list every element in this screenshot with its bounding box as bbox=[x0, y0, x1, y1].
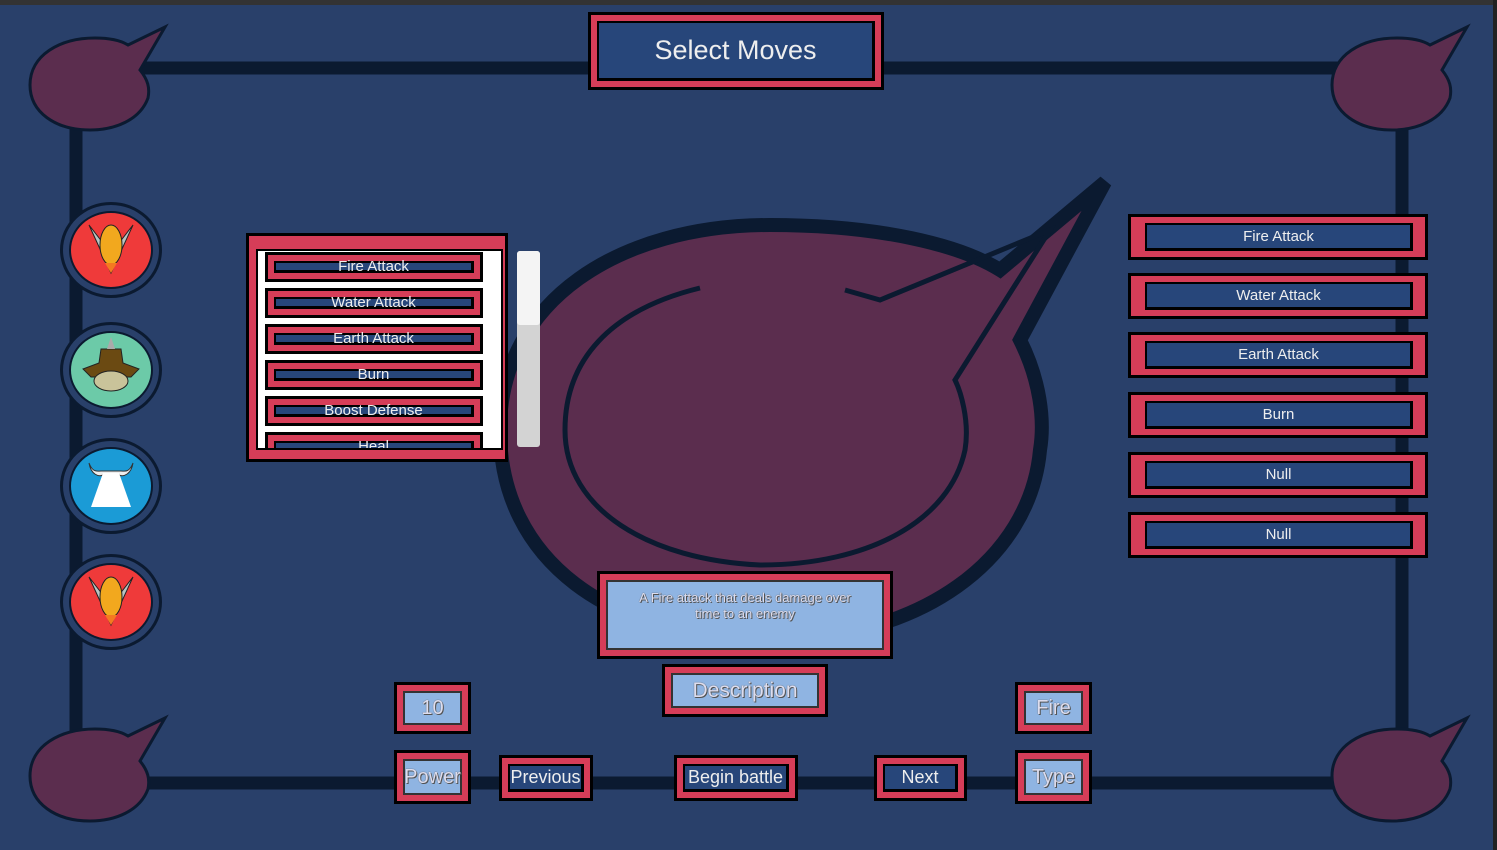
move-item-water-attack[interactable]: Water Attack bbox=[265, 288, 483, 318]
selected-move-slot-3[interactable]: Earth Attack bbox=[1128, 332, 1428, 378]
slot-label: Fire Attack bbox=[1145, 223, 1413, 251]
begin-battle-button[interactable]: Begin battle bbox=[674, 755, 798, 801]
next-button-label: Next bbox=[883, 764, 958, 792]
window-edge bbox=[1493, 0, 1497, 850]
type-label-panel: Type bbox=[1015, 750, 1092, 804]
selected-move-slot-1[interactable]: Fire Attack bbox=[1128, 214, 1428, 260]
power-label: Power bbox=[403, 759, 462, 795]
previous-button[interactable]: Previous bbox=[499, 755, 593, 801]
slot-label: Burn bbox=[1145, 401, 1413, 429]
move-item-boost-defense[interactable]: Boost Defense bbox=[265, 396, 483, 426]
move-item-heal[interactable]: Heal bbox=[265, 432, 483, 448]
move-item-label: Earth Attack bbox=[274, 330, 474, 347]
page-title-panel: Select Moves bbox=[588, 12, 884, 90]
selected-move-slot-4[interactable]: Burn bbox=[1128, 392, 1428, 438]
move-list-scrollbar[interactable] bbox=[517, 251, 540, 447]
move-item-label: Burn bbox=[274, 366, 474, 383]
begin-battle-button-label: Begin battle bbox=[683, 764, 789, 792]
move-item-fire-attack[interactable]: Fire Attack bbox=[265, 252, 483, 282]
move-item-label: Heal bbox=[274, 438, 474, 448]
selected-move-slot-6[interactable]: Null bbox=[1128, 512, 1428, 558]
corner-blobs bbox=[28, 23, 1471, 823]
power-value: 10 bbox=[403, 691, 462, 725]
selected-move-slot-5[interactable]: Null bbox=[1128, 452, 1428, 498]
slot-label: Null bbox=[1145, 461, 1413, 489]
slot-label: Null bbox=[1145, 521, 1413, 549]
description-text: A Fire attack that deals damage over tim… bbox=[606, 580, 884, 650]
page-title: Select Moves bbox=[597, 21, 875, 81]
power-label-panel: Power bbox=[394, 750, 471, 804]
next-button[interactable]: Next bbox=[874, 755, 967, 801]
selected-move-slot-2[interactable]: Water Attack bbox=[1128, 273, 1428, 319]
window-top-bar bbox=[0, 0, 1497, 5]
slot-label: Earth Attack bbox=[1145, 341, 1413, 369]
move-item-earth-attack[interactable]: Earth Attack bbox=[265, 324, 483, 354]
type-value-panel: Fire bbox=[1015, 682, 1092, 734]
slot-label: Water Attack bbox=[1145, 282, 1413, 310]
previous-button-label: Previous bbox=[508, 764, 584, 792]
move-item-label: Boost Defense bbox=[274, 402, 474, 419]
power-value-panel: 10 bbox=[394, 682, 471, 734]
description-label: Description bbox=[671, 673, 819, 708]
move-item-label: Water Attack bbox=[274, 294, 474, 311]
fire-creature-icon bbox=[69, 563, 153, 641]
party-member-3[interactable] bbox=[60, 438, 162, 534]
move-list[interactable]: Fire Attack Water Attack Earth Attack Bu… bbox=[256, 249, 503, 450]
type-label: Type bbox=[1024, 759, 1083, 795]
type-value: Fire bbox=[1024, 691, 1083, 725]
party-member-1[interactable] bbox=[60, 202, 162, 298]
description-panel: A Fire attack that deals damage over tim… bbox=[597, 571, 893, 659]
earth-creature-icon bbox=[69, 331, 153, 409]
move-list-panel: Fire Attack Water Attack Earth Attack Bu… bbox=[246, 233, 508, 462]
scrollbar-thumb[interactable] bbox=[517, 251, 540, 325]
party-member-2[interactable] bbox=[60, 322, 162, 418]
water-creature-icon bbox=[69, 447, 153, 525]
move-item-label: Fire Attack bbox=[274, 258, 474, 275]
party-member-4[interactable] bbox=[60, 554, 162, 650]
move-item-burn[interactable]: Burn bbox=[265, 360, 483, 390]
fire-creature-icon bbox=[69, 211, 153, 289]
description-label-panel: Description bbox=[662, 664, 828, 717]
